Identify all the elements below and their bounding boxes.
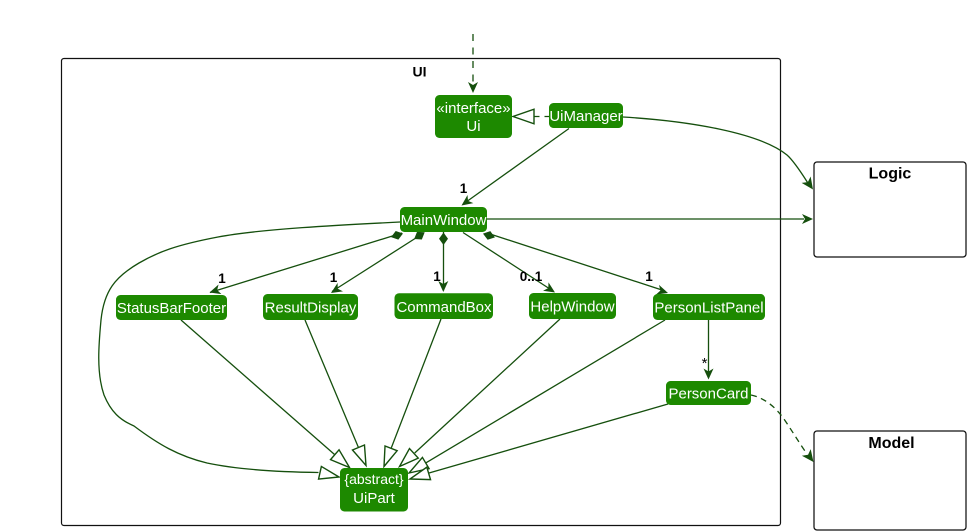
- svg-text:*: *: [702, 355, 708, 372]
- svg-text:1: 1: [645, 269, 653, 284]
- svg-text:UiPart: UiPart: [353, 490, 396, 507]
- svg-text:«interface»: «interface»: [436, 100, 510, 117]
- svg-text:1: 1: [433, 269, 441, 284]
- svg-text:CommandBox: CommandBox: [396, 299, 492, 316]
- svg-text:Model: Model: [868, 435, 914, 452]
- svg-text:1: 1: [460, 181, 468, 196]
- svg-text:{abstract}: {abstract}: [344, 471, 403, 487]
- svg-text:ResultDisplay: ResultDisplay: [265, 300, 357, 317]
- svg-text:0..1: 0..1: [520, 269, 543, 284]
- svg-text:HelpWindow: HelpWindow: [530, 299, 614, 316]
- svg-text:MainWindow: MainWindow: [401, 212, 487, 229]
- svg-text:UI: UI: [413, 64, 427, 80]
- svg-text:StatusBarFooter: StatusBarFooter: [117, 300, 226, 317]
- svg-text:PersonListPanel: PersonListPanel: [654, 300, 763, 317]
- svg-text:Logic: Logic: [869, 166, 912, 183]
- svg-text:UiManager: UiManager: [549, 108, 622, 125]
- svg-text:Ui: Ui: [466, 118, 480, 135]
- svg-text:PersonCard: PersonCard: [668, 386, 748, 403]
- svg-text:1: 1: [218, 271, 226, 286]
- svg-text:1: 1: [330, 270, 338, 285]
